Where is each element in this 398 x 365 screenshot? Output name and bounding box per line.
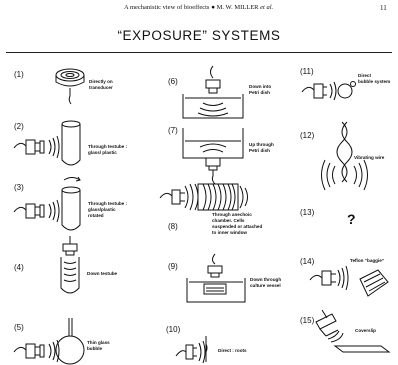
item-1: (1) Directly on transducer bbox=[14, 68, 114, 105]
item-9-number: (9) bbox=[168, 262, 178, 271]
item-7: (7) Up through Petri dish bbox=[168, 126, 275, 185]
item-8-drawing bbox=[159, 183, 248, 211]
item-13-caption: ? bbox=[347, 211, 356, 227]
item-9-drawing bbox=[186, 253, 246, 303]
item-3-caption: Through testube : glass/plastic rotated bbox=[88, 201, 128, 218]
item-12-caption: Vibrating wire bbox=[354, 155, 385, 160]
item-9: (9) Down through culture vessel bbox=[168, 253, 282, 303]
figure-title: “EXPOSURE” SYSTEMS bbox=[117, 28, 281, 43]
item-9-caption: Down through culture vessel bbox=[250, 277, 282, 288]
item-4: (4) Down testube bbox=[14, 236, 118, 294]
item-14-caption: Teflon “baggie” bbox=[350, 258, 384, 263]
bullet: ● bbox=[211, 4, 215, 11]
item-4-caption: Down testube bbox=[87, 271, 118, 276]
running-header: A mechanistic view of bioeffects ● M. W.… bbox=[0, 4, 398, 16]
item-7-caption: Up through Petri dish bbox=[249, 142, 275, 153]
item-6-number: (6) bbox=[168, 77, 178, 86]
item-8: (8) Through anechoic chamber. Cells susp… bbox=[159, 183, 264, 235]
item-7-number: (7) bbox=[168, 126, 178, 135]
item-2: (2) Through testube : glass/ plastic bbox=[13, 120, 128, 166]
item-1-number: (1) bbox=[14, 70, 24, 79]
item-5-number: (5) bbox=[14, 323, 24, 332]
author: M. W. MILLER bbox=[216, 4, 259, 11]
item-4-drawing bbox=[60, 236, 80, 294]
et-al: et al. bbox=[260, 4, 274, 11]
item-11: (11) Direct bubble system bbox=[300, 67, 390, 101]
item-10-drawing bbox=[175, 336, 208, 364]
item-11-caption: Direct bubble system bbox=[358, 73, 390, 84]
item-8-number: (8) bbox=[168, 222, 178, 231]
item-12: (12) Vibrating wire bbox=[300, 121, 385, 191]
item-15-number: (15) bbox=[300, 316, 315, 325]
item-6-drawing bbox=[182, 65, 244, 119]
item-2-caption: Through testube : glass/ plastic bbox=[88, 144, 128, 155]
item-11-drawing bbox=[301, 81, 356, 101]
item-4-number: (4) bbox=[14, 263, 24, 272]
title-rule bbox=[6, 52, 392, 53]
item-3: (3) Through testube : glass/plastic rota… bbox=[13, 176, 128, 231]
item-14-number: (14) bbox=[300, 257, 315, 266]
item-15: (15) Coverslip bbox=[300, 309, 391, 353]
item-10: (10) Direct : roots bbox=[166, 325, 247, 364]
item-14: (14) Teflon “baggie” bbox=[300, 257, 389, 297]
item-2-drawing bbox=[13, 120, 81, 166]
item-13: (13) ? bbox=[300, 208, 356, 227]
item-8-caption: Through anechoic chamber. Cells suspende… bbox=[212, 212, 264, 235]
item-12-number: (12) bbox=[300, 131, 315, 140]
item-2-number: (2) bbox=[14, 122, 24, 131]
item-1-drawing bbox=[55, 68, 85, 105]
item-6-caption: Down into Petri dish bbox=[249, 84, 272, 95]
item-5: (5) Thin glass bubble bbox=[13, 318, 111, 365]
item-1-caption: Directly on transducer bbox=[89, 79, 114, 90]
item-15-caption: Coverslip bbox=[355, 328, 376, 333]
item-3-number: (3) bbox=[14, 183, 24, 192]
item-10-caption: Direct : roots bbox=[218, 348, 247, 353]
item-12-drawing bbox=[321, 121, 368, 191]
item-7-drawing bbox=[182, 128, 244, 185]
item-10-number: (10) bbox=[166, 325, 181, 334]
item-11-number: (11) bbox=[300, 67, 314, 76]
item-5-caption: Thin glass bubble bbox=[87, 340, 111, 351]
item-6: (6) Down into Petri dish bbox=[168, 65, 272, 119]
running-title-text: A mechanistic view of bioeffects bbox=[124, 4, 210, 11]
running-title: A mechanistic view of bioeffects ● M. W.… bbox=[124, 4, 273, 11]
item-13-number: (13) bbox=[300, 208, 315, 217]
item-14-drawing bbox=[309, 265, 389, 297]
item-15-drawing bbox=[315, 309, 391, 353]
item-3-drawing bbox=[13, 176, 81, 231]
item-5-drawing bbox=[13, 318, 85, 365]
page-number: 11 bbox=[380, 4, 387, 12]
